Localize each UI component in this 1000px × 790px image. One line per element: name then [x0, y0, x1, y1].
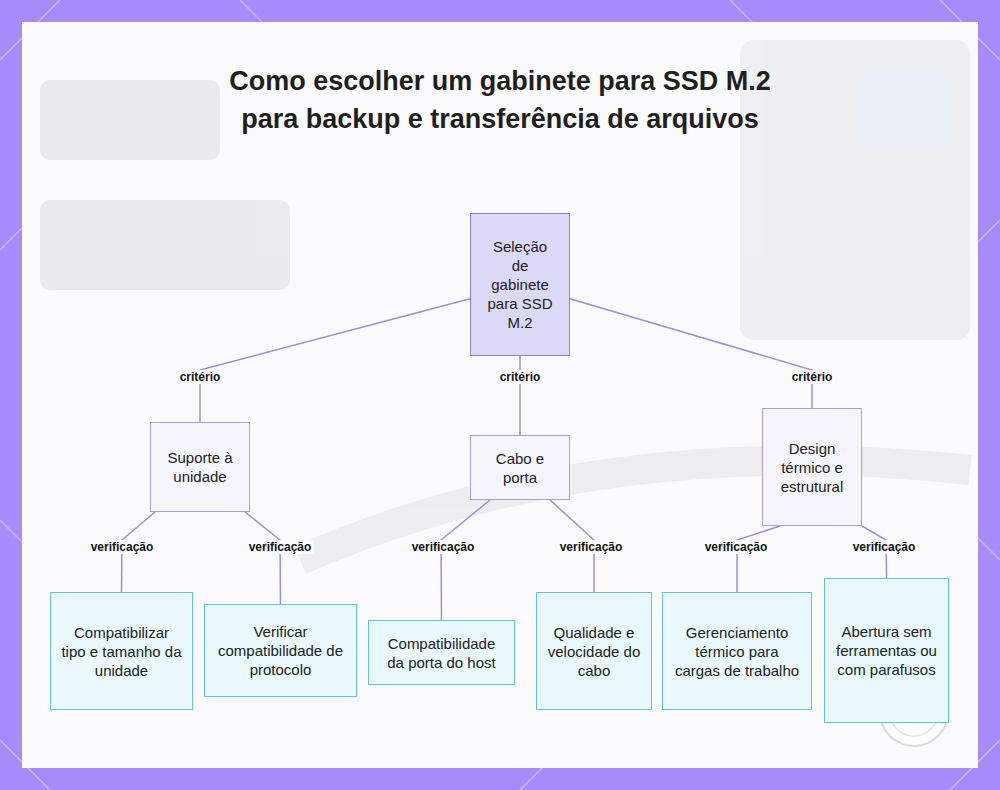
connector-line: [519, 356, 521, 435]
node-text: Compatibilidade da porta do host: [379, 634, 504, 672]
node-text: Verificar compatibilidade de protocolo: [215, 622, 346, 679]
connector-line: [570, 299, 812, 408]
node-text: Design térmico e estrutural: [773, 439, 851, 496]
edge-label: verificação: [410, 540, 477, 554]
root-box: Seleção de gabinete para SSD M.2: [470, 213, 570, 356]
edge-label: verificação: [247, 540, 314, 554]
edge-label: critério: [178, 370, 223, 384]
node-text: Seleção de gabinete para SSD M.2: [485, 237, 555, 332]
connector-line: [200, 299, 470, 422]
connector-line: [737, 526, 780, 592]
mid-box: Cabo e porta: [470, 435, 570, 500]
blurred-photo: [40, 40, 970, 560]
edge-label: verificação: [851, 540, 918, 554]
leaf-box: Verificar compatibilidade de protocolo: [204, 604, 357, 697]
connector-line: [441, 500, 490, 620]
edge-label: critério: [790, 370, 835, 384]
node-text: Abertura sem ferramentas ou com parafuso…: [835, 622, 938, 679]
node-text: Gerenciamento térmico para cargas de tra…: [673, 623, 801, 680]
mid-box: Design térmico e estrutural: [762, 408, 862, 526]
mid-box: Suporte à unidade: [150, 422, 250, 512]
edge-label: verificação: [89, 540, 156, 554]
leaf-box: Compatibilizar tipo e tamanho da unidade: [50, 592, 193, 710]
white-panel: [22, 22, 978, 768]
edge-label: verificação: [703, 540, 770, 554]
leaf-box: Abertura sem ferramentas ou com parafuso…: [824, 578, 949, 723]
node-text: Suporte à unidade: [161, 448, 239, 486]
leaf-box: Gerenciamento térmico para cargas de tra…: [662, 592, 812, 710]
leaf-box: Compatibilidade da porta do host: [368, 620, 515, 685]
edge-label: critério: [498, 370, 543, 384]
node-text: Qualidade e velocidade do cabo: [547, 623, 641, 680]
diagram-title: Como escolher um gabinete para SSD M.2 p…: [220, 62, 780, 138]
connector-line: [245, 512, 281, 604]
node-text: Cabo e porta: [481, 449, 559, 487]
edge-label: verificação: [558, 540, 625, 554]
leaf-box: Qualidade e velocidade do cabo: [536, 592, 652, 710]
node-text: Compatibilizar tipo e tamanho da unidade: [61, 623, 182, 680]
